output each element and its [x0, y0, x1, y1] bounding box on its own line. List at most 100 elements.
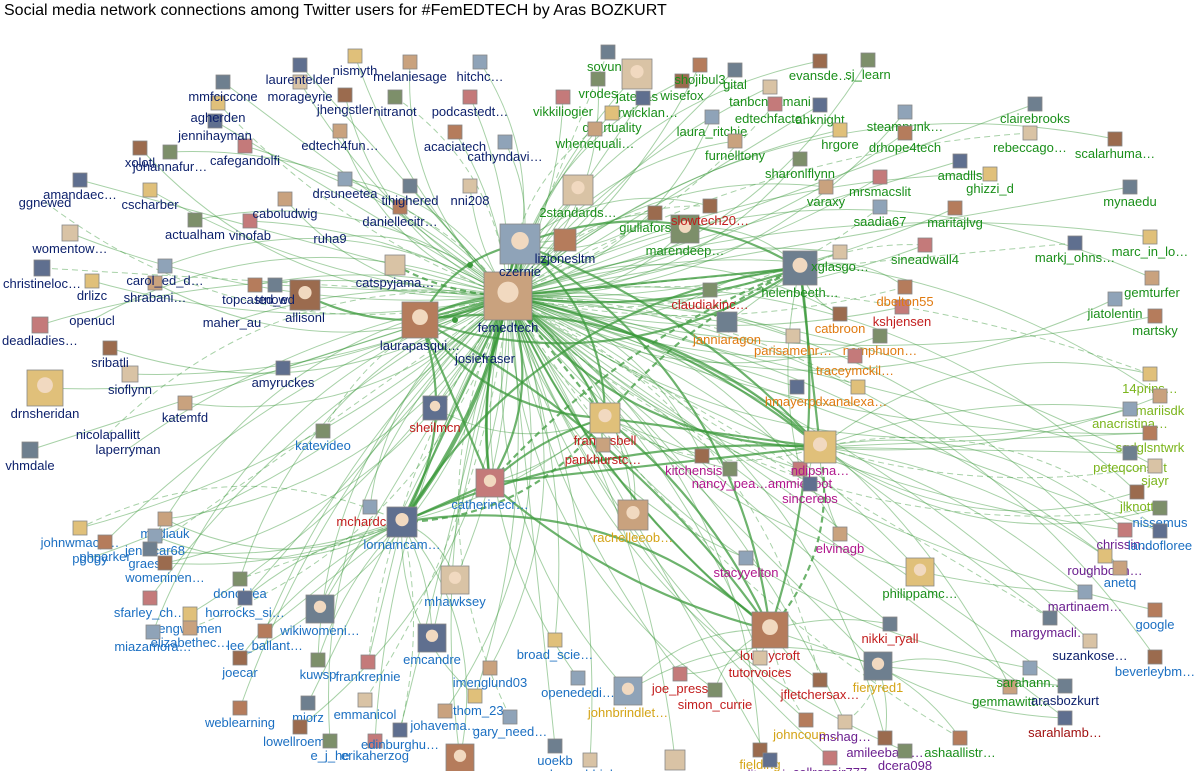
- node-varaxy[interactable]: varaxy: [807, 179, 846, 209]
- node-chrissin[interactable]: chrissin…: [1096, 522, 1154, 552]
- node-gary_need[interactable]: gary_need…: [473, 709, 547, 739]
- node-evansde[interactable]: evansde…: [789, 53, 851, 83]
- node-margymacli[interactable]: margymacli…: [1010, 610, 1090, 640]
- node-mrsmacslit[interactable]: mrsmacslit: [849, 169, 911, 199]
- node-catherinecr[interactable]: catherinecr…: [451, 468, 529, 512]
- node-martinaem[interactable]: martinaem…: [1048, 584, 1122, 614]
- node-weblearning[interactable]: weblearning: [204, 700, 275, 730]
- node-pankhurstc[interactable]: pankhurstc…: [565, 437, 642, 467]
- node-deadladies[interactable]: deadladies…: [2, 316, 78, 348]
- node-markj_ohns[interactable]: markj_ohns…: [1035, 235, 1115, 265]
- node-hmayerpdx[interactable]: hmayerpdx: [765, 379, 830, 409]
- node-cathyndavi[interactable]: cathyndavi…: [467, 134, 543, 164]
- node-jfletchersax[interactable]: jfletchersax…: [780, 672, 860, 702]
- node-jiatolentin[interactable]: jiatolentin: [1087, 291, 1143, 321]
- node-lornamcam[interactable]: lornamcam…: [363, 506, 441, 552]
- node-sheilmcn[interactable]: sheilmcn: [409, 395, 461, 435]
- node-amadlls[interactable]: amadlls: [938, 153, 983, 183]
- node-edinburghu[interactable]: edinburghu…: [361, 722, 439, 752]
- node-emcandre[interactable]: emcandre: [403, 623, 461, 667]
- node-sineadwall4[interactable]: sineadwall4: [891, 237, 959, 267]
- node-openucl[interactable]: openucl: [69, 313, 115, 328]
- node-maritajlvg[interactable]: maritajlvg: [927, 200, 983, 230]
- node-erikaherzog[interactable]: erikaherzog: [341, 733, 409, 763]
- node-elizabethec[interactable]: elizabethec…: [151, 620, 230, 650]
- node-simon_currie[interactable]: simon_currie: [678, 682, 752, 712]
- node-tweelearning[interactable]: tweelearning: [423, 743, 497, 771]
- node-jennihayman[interactable]: jennihayman: [177, 113, 252, 143]
- node-morageyrie[interactable]: morageyrie: [267, 74, 333, 104]
- node-josiefraser[interactable]: josiefraser: [454, 351, 516, 366]
- node-laperryman[interactable]: laperryman: [95, 442, 160, 457]
- node-whenequali[interactable]: whenequali…: [555, 121, 635, 151]
- node-ruha9[interactable]: ruha9: [313, 231, 346, 246]
- node-shojibul3[interactable]: shojibul3: [674, 57, 726, 87]
- node-14prins[interactable]: 14prins…: [1122, 366, 1178, 396]
- node-sfarley_ch[interactable]: sfarley_ch…: [114, 590, 186, 620]
- node-clairebrooks[interactable]: clairebrooks: [1000, 96, 1071, 126]
- node-christineloc[interactable]: christineloc…: [3, 259, 81, 291]
- node-actualham[interactable]: actualham: [165, 212, 225, 242]
- node-hitchc[interactable]: hitchc…: [457, 54, 504, 84]
- node-uoekb[interactable]: uoekb: [537, 738, 573, 768]
- node-sarahlamb[interactable]: sarahlamb…: [1028, 710, 1102, 740]
- node-edtechfacto[interactable]: edtechfacto…: [735, 96, 815, 126]
- node-kuwsp[interactable]: kuwsp: [300, 652, 337, 682]
- node-gemturfer[interactable]: gemturfer: [1124, 270, 1180, 300]
- node-ahknight[interactable]: ahknight: [795, 97, 845, 127]
- node-drsuneetea[interactable]: drsuneetea: [312, 171, 378, 201]
- node-martsky[interactable]: martsky: [1132, 308, 1178, 338]
- node-landofloree[interactable]: landofloree: [1128, 523, 1192, 553]
- node-jhengstler[interactable]: jhengstler: [316, 87, 374, 117]
- node-lee_ballant[interactable]: lee_ballant…: [227, 623, 303, 653]
- node-marendeep[interactable]: marendeep…: [646, 214, 725, 258]
- node-xglasgo[interactable]: xglasgo…: [811, 244, 869, 274]
- node-topcastnow[interactable]: topcastnow: [222, 277, 288, 307]
- node-philippamc[interactable]: philippamc…: [882, 557, 958, 601]
- node-womentow[interactable]: womentow…: [31, 224, 108, 256]
- node-mshag[interactable]: mshag…: [819, 714, 871, 744]
- node-parisamehr[interactable]: parisamehr…: [754, 328, 832, 358]
- node-janniaragon[interactable]: janniaragon: [692, 311, 761, 347]
- node-joecar[interactable]: joecar: [221, 650, 258, 680]
- node-podcastedt[interactable]: podcastedt…: [432, 89, 509, 119]
- node-literacie[interactable]: literacie: [748, 752, 793, 771]
- node-slowtech20[interactable]: slowtech20…: [671, 198, 749, 228]
- node-hrgore[interactable]: hrgore: [821, 122, 859, 152]
- node-lauraps[interactable]: laurapasqui…: [380, 301, 460, 353]
- node-johannafur[interactable]: johannafur…: [132, 144, 207, 174]
- node-tihighered[interactable]: tihighered: [381, 178, 439, 208]
- node-nicolapallitt[interactable]: nicolapallitt: [76, 427, 141, 442]
- node-pgogy[interactable]: pgogy: [72, 551, 108, 566]
- node-womeninen[interactable]: womeninen…: [124, 555, 205, 585]
- node-laurentelder[interactable]: laurentelder: [266, 57, 335, 87]
- node-catbroon[interactable]: catbroon: [815, 306, 866, 336]
- node-nancy_pea[interactable]: nancy_pea…: [692, 461, 769, 491]
- node-beverleybm[interactable]: beverleybm…: [1115, 649, 1195, 679]
- node-xolotl[interactable]: xolotl: [125, 140, 155, 170]
- node-caboludwig[interactable]: caboludwig: [252, 191, 318, 221]
- node-mhawksey[interactable]: mhawksey: [424, 565, 486, 609]
- node-lowellroemer[interactable]: lowellroemer: [263, 719, 338, 749]
- node-sarahann[interactable]: sarahann…: [996, 660, 1064, 690]
- node-allisonl[interactable]: allisonl: [285, 279, 325, 325]
- node-katemfd[interactable]: katemfd: [162, 395, 208, 425]
- node-acaciatech[interactable]: acaciatech: [424, 124, 486, 154]
- node-2standards[interactable]: 2standards…: [539, 174, 617, 220]
- node-analexa[interactable]: analexa…: [829, 379, 888, 409]
- node-traceymckil[interactable]: traceymckil…: [816, 348, 894, 378]
- node-frankrennie[interactable]: frankrennie: [335, 654, 401, 684]
- node-dcera098[interactable]: dcera098: [878, 743, 932, 771]
- node-jlknott[interactable]: jlknott: [1119, 484, 1154, 514]
- node-gemmawitt[interactable]: gemmawitt…: [972, 679, 1048, 709]
- node-vhmdale[interactable]: vhmdale: [5, 441, 55, 473]
- node-gital[interactable]: gital: [723, 62, 747, 92]
- node-alt_wittyjones[interactable]: witt_wittyjones: [632, 749, 717, 771]
- node-catspy[interactable]: catspyjama…: [356, 254, 435, 290]
- node-wikiwomeni[interactable]: wikiwomeni…: [279, 594, 360, 638]
- node-claudiakinc[interactable]: claudiakinc…: [671, 282, 749, 312]
- node-google[interactable]: google: [1135, 602, 1175, 632]
- node-anetq[interactable]: anetq: [1104, 560, 1137, 590]
- node-imenglund03[interactable]: imenglund03: [453, 660, 527, 690]
- node-drlizc[interactable]: drlizc: [77, 273, 108, 303]
